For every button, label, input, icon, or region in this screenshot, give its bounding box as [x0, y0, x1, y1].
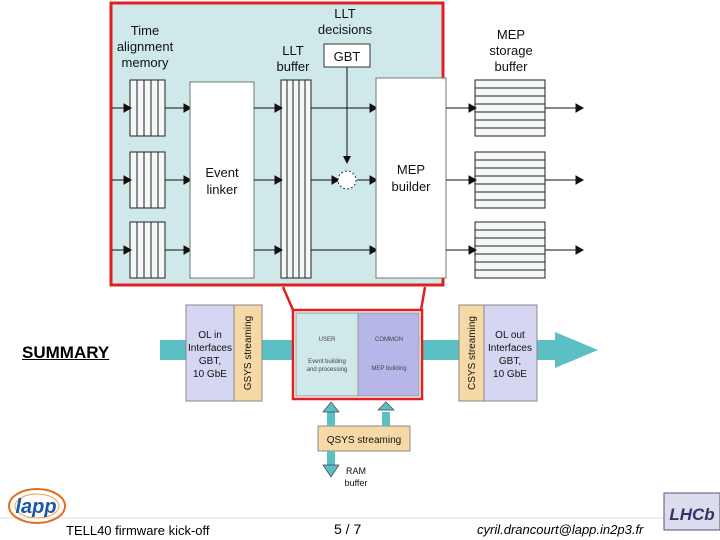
- time-alignment-buffers: [129, 79, 166, 279]
- lapp-logo-text: lapp: [15, 496, 56, 518]
- lhcb-logo: LHCb: [663, 492, 720, 531]
- common-desc: MEP building: [371, 366, 406, 372]
- ram-label-2: buffer: [345, 478, 368, 488]
- ol-in-label-2: Interfaces: [188, 343, 232, 354]
- mep-builder-label-2: builder: [391, 179, 431, 194]
- user-label: USER: [319, 337, 336, 343]
- mep-storage-label-2: storage: [489, 43, 532, 58]
- gbt-down-arrow: [343, 156, 351, 164]
- mep-storage-label-3: buffer: [494, 59, 528, 74]
- vertical-arrows: [322, 401, 395, 478]
- gsys-streaming-box: [233, 304, 263, 402]
- footer-email: cyril.drancourt@lapp.in2p3.fr: [477, 522, 644, 537]
- user-desc-2: and processing: [307, 367, 348, 373]
- ol-in-label-1: OL in: [198, 330, 222, 341]
- time-alignment-label-1: Time: [131, 23, 159, 38]
- common-box: [357, 312, 420, 397]
- ol-out-label-3: GBT,: [499, 356, 521, 367]
- lhcb-logo-text: LHCb: [669, 505, 714, 524]
- mep-storage-label-1: MEP: [497, 27, 525, 42]
- ol-out-label-2: Interfaces: [488, 343, 532, 354]
- page-number: 5 / 7: [334, 521, 362, 537]
- user-box: [295, 312, 359, 397]
- ol-out-label-4: 10 GbE: [493, 369, 527, 380]
- common-label: COMMON: [375, 337, 403, 343]
- merge-node: [337, 170, 357, 190]
- ol-in-label-3: GBT,: [199, 356, 221, 367]
- ol-out-box: [483, 304, 538, 402]
- input-arrows: [112, 103, 193, 255]
- ram-label-1: RAM: [346, 466, 366, 476]
- event-linker-label-2: linker: [206, 182, 238, 197]
- time-alignment-label-2: alignment: [117, 39, 174, 54]
- gsys-label: GSYS streaming: [243, 316, 254, 390]
- mep-builder-label-1: MEP: [397, 162, 425, 177]
- data-flow-arrow: [160, 332, 598, 368]
- llt-arrows: [254, 103, 379, 255]
- footer-title: TELL40 firmware kick-off: [66, 523, 210, 538]
- event-linker-block: [189, 81, 255, 279]
- llt-decisions-label-1: LLT: [334, 6, 355, 21]
- qsys-streaming-box: [317, 425, 411, 452]
- mep-storage-buffers: [474, 79, 546, 279]
- zoom-connector-left: [281, 286, 295, 311]
- time-alignment-label-3: memory: [122, 55, 169, 70]
- qsys-label: QSYS streaming: [327, 435, 401, 446]
- llt-buffer-label-2: buffer: [276, 59, 310, 74]
- csys-label: CSYS streaming: [467, 316, 478, 390]
- llt-decisions-label-2: decisions: [318, 22, 373, 37]
- llt-buffer: [280, 79, 312, 279]
- gbt-label: GBT: [334, 49, 361, 64]
- llt-buffer-label-1: LLT: [282, 43, 303, 58]
- lapp-logo: lapp: [8, 488, 66, 524]
- ol-out-label-1: OL out: [495, 330, 525, 341]
- summary-link[interactable]: SUMMARY: [22, 343, 110, 362]
- ol-in-box: [185, 304, 235, 402]
- zoom-connector-right: [419, 286, 427, 311]
- user-desc-1: Event building: [308, 359, 346, 365]
- mep-builder-block: [375, 77, 447, 279]
- ol-in-label-4: 10 GbE: [193, 369, 227, 380]
- output-arrows: [446, 103, 585, 255]
- event-linker-label-1: Event: [205, 165, 239, 180]
